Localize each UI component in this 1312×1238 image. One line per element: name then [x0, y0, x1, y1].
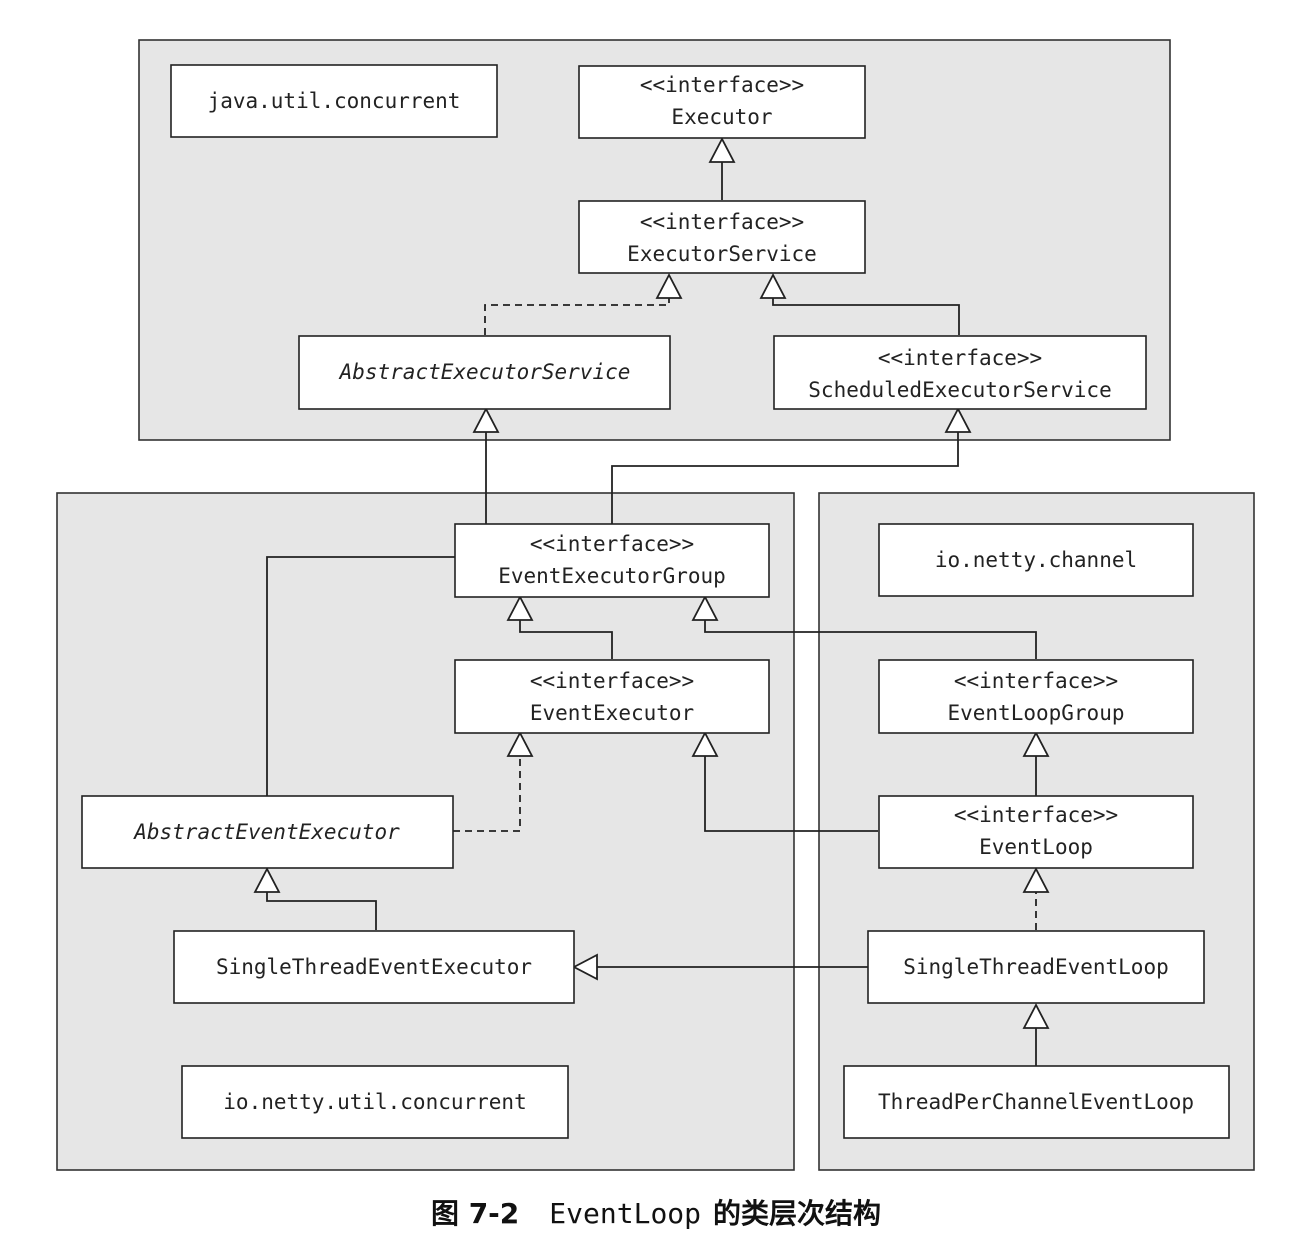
class-single-thread-event-loop: SingleThreadEventLoop — [867, 930, 1205, 1004]
edge-eventexecutor-to-eventexecutorgroup — [519, 620, 613, 659]
stereotype-label: <<interface>> — [640, 73, 804, 97]
stereotype-label: <<interface>> — [954, 803, 1118, 827]
class-event-executor: <<interface>> EventExecutor — [454, 659, 770, 734]
figure-caption: 图 7-2 EventLoop 的类层次结构 — [0, 1192, 1312, 1232]
arrowhead-scheduledexecutorservice — [944, 407, 972, 433]
class-event-executor-group: <<interface>> EventExecutorGroup — [454, 523, 770, 598]
class-hierarchy-diagram: java.util.concurrent io.netty.util.concu… — [56, 39, 1255, 1171]
package-label-java-util-concurrent: java.util.concurrent — [170, 64, 498, 138]
arrowhead-executorservice-left — [655, 273, 683, 299]
package-label-io-netty-channel: io.netty.channel — [878, 523, 1194, 597]
class-abstract-executor-service: AbstractExecutorService — [298, 335, 671, 410]
arrowhead-singlethreadeventloop — [1022, 1003, 1050, 1029]
stereotype-label: <<interface>> — [954, 669, 1118, 693]
stereotype-label: <<interface>> — [640, 210, 804, 234]
edge-abstracteventexecutor-to-eventexecutor — [453, 756, 521, 832]
relation-edges — [266, 162, 1037, 1066]
generalization-arrowheads — [253, 137, 1050, 1029]
class-name: Executor — [671, 105, 772, 129]
edge-eventloop-to-eventexecutor — [704, 756, 878, 832]
svg-text:io.netty.channel: io.netty.channel — [935, 548, 1137, 572]
stereotype-label: <<interface>> — [530, 532, 694, 556]
class-scheduled-executor-service: <<interface>> ScheduledExecutorService — [773, 335, 1147, 410]
edge-scheduledexecutorservice-to-executorservice — [772, 298, 960, 335]
edge-singlethreadeventexecutor-to-abstracteventexecutor — [266, 892, 377, 930]
class-name: EventLoop — [979, 835, 1093, 859]
class-name: AbstractEventExecutor — [132, 820, 400, 844]
arrowhead-eventexecutorgroup-left — [506, 595, 534, 621]
class-name: SingleThreadEventLoop — [903, 955, 1169, 979]
svg-text:io.netty.util.concurrent: io.netty.util.concurrent — [223, 1090, 526, 1114]
svg-text:java.util.concurrent: java.util.concurrent — [208, 89, 461, 113]
stereotype-label: <<interface>> — [878, 346, 1042, 370]
class-name: AbstractExecutorService — [338, 360, 631, 384]
class-event-loop-group: <<interface>> EventLoopGroup — [878, 659, 1194, 734]
arrowhead-executorservice-right — [759, 273, 787, 299]
arrowhead-eventexecutorgroup-right — [691, 595, 719, 621]
edge-abstracteventexecutor-to-eventexecutorgroup — [266, 556, 455, 796]
edge-eventexecutorgroup-to-scheduledexecutorservice — [611, 432, 959, 524]
class-single-thread-event-executor: SingleThreadEventExecutor — [173, 930, 575, 1004]
caption-code-term: EventLoop — [549, 1197, 702, 1230]
class-name: EventLoopGroup — [947, 701, 1124, 725]
edge-abstractexecutorservice-to-executorservice — [484, 298, 670, 335]
caption-text: 的类层次结构 — [713, 1197, 882, 1230]
class-event-loop: <<interface>> EventLoop — [878, 795, 1194, 869]
arrowhead-eventloop — [1022, 867, 1050, 893]
class-name: ThreadPerChannelEventLoop — [878, 1090, 1194, 1114]
class-executor: <<interface>> Executor — [578, 65, 866, 139]
arrowhead-eventloopgroup — [1022, 731, 1050, 757]
arrowhead-abstracteventexecutor — [253, 867, 281, 893]
edge-eventloopgroup-to-eventexecutorgroup — [704, 620, 1037, 659]
arrowhead-abstractexecutorservice — [472, 407, 500, 433]
class-name: SingleThreadEventExecutor — [216, 955, 532, 979]
figure-number: 图 7-2 — [430, 1197, 520, 1230]
class-name: EventExecutorGroup — [498, 564, 726, 588]
class-abstract-event-executor: AbstractEventExecutor — [81, 795, 454, 869]
class-name: ExecutorService — [627, 242, 817, 266]
class-name: ScheduledExecutorService — [808, 378, 1111, 402]
class-executor-service: <<interface>> ExecutorService — [578, 200, 866, 274]
arrowhead-eventexecutor-right — [691, 731, 719, 757]
arrowhead-singlethreadeventexecutor — [572, 953, 598, 981]
class-thread-per-channel-event-loop: ThreadPerChannelEventLoop — [843, 1065, 1230, 1139]
class-name: EventExecutor — [530, 701, 694, 725]
stereotype-label: <<interface>> — [530, 669, 694, 693]
package-label-io-netty-util-concurrent: io.netty.util.concurrent — [181, 1065, 569, 1139]
arrowhead-executor — [708, 137, 736, 163]
arrowhead-eventexecutor-left — [506, 731, 534, 757]
